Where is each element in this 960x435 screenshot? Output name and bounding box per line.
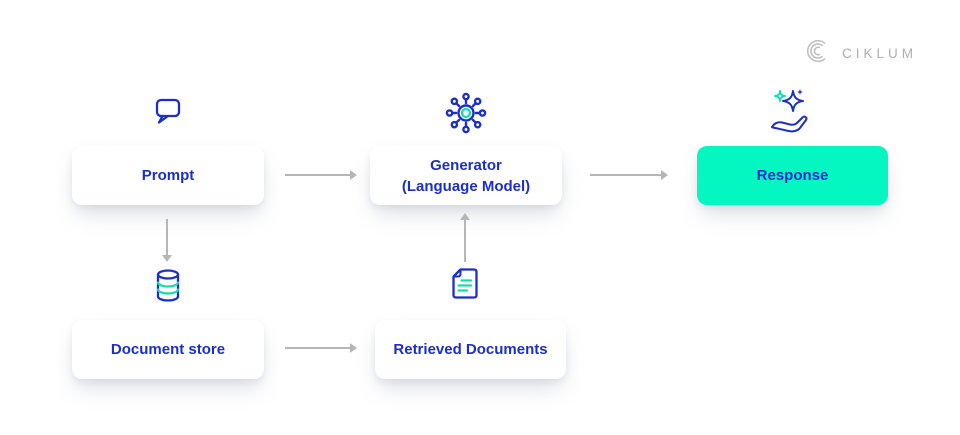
brand-logo: CIKLUM <box>804 37 917 70</box>
node-document-store-label: Document store <box>110 341 226 358</box>
speech-bubble-icon <box>144 89 192 137</box>
arrow-prompt-to-generator <box>285 170 357 180</box>
ciklum-arcs-logo-icon <box>804 37 832 70</box>
arrow-generator-to-response <box>590 170 668 180</box>
node-document-store: Document store <box>72 320 264 379</box>
node-retrieved-documents-label: Retrieved Documents <box>393 341 548 358</box>
document-icon <box>441 260 489 308</box>
node-prompt: Prompt <box>72 146 264 205</box>
node-response: Response <box>697 146 888 205</box>
network-hub-icon <box>441 88 491 138</box>
node-generator: Generator (Language Model) <box>370 146 562 205</box>
node-response-label: Response <box>756 167 829 184</box>
hand-sparkles-icon <box>764 85 816 137</box>
database-icon <box>144 262 192 310</box>
node-retrieved-documents: Retrieved Documents <box>375 320 566 379</box>
node-prompt-label: Prompt <box>141 167 195 184</box>
arrow-retrieved-documents-to-generator <box>460 213 470 262</box>
node-generator-label: Generator (Language Model) <box>401 156 531 195</box>
brand-name: CIKLUM <box>842 46 918 61</box>
arrow-document-store-to-retrieved-documents <box>285 343 357 353</box>
arrow-prompt-to-document-store <box>162 219 172 262</box>
